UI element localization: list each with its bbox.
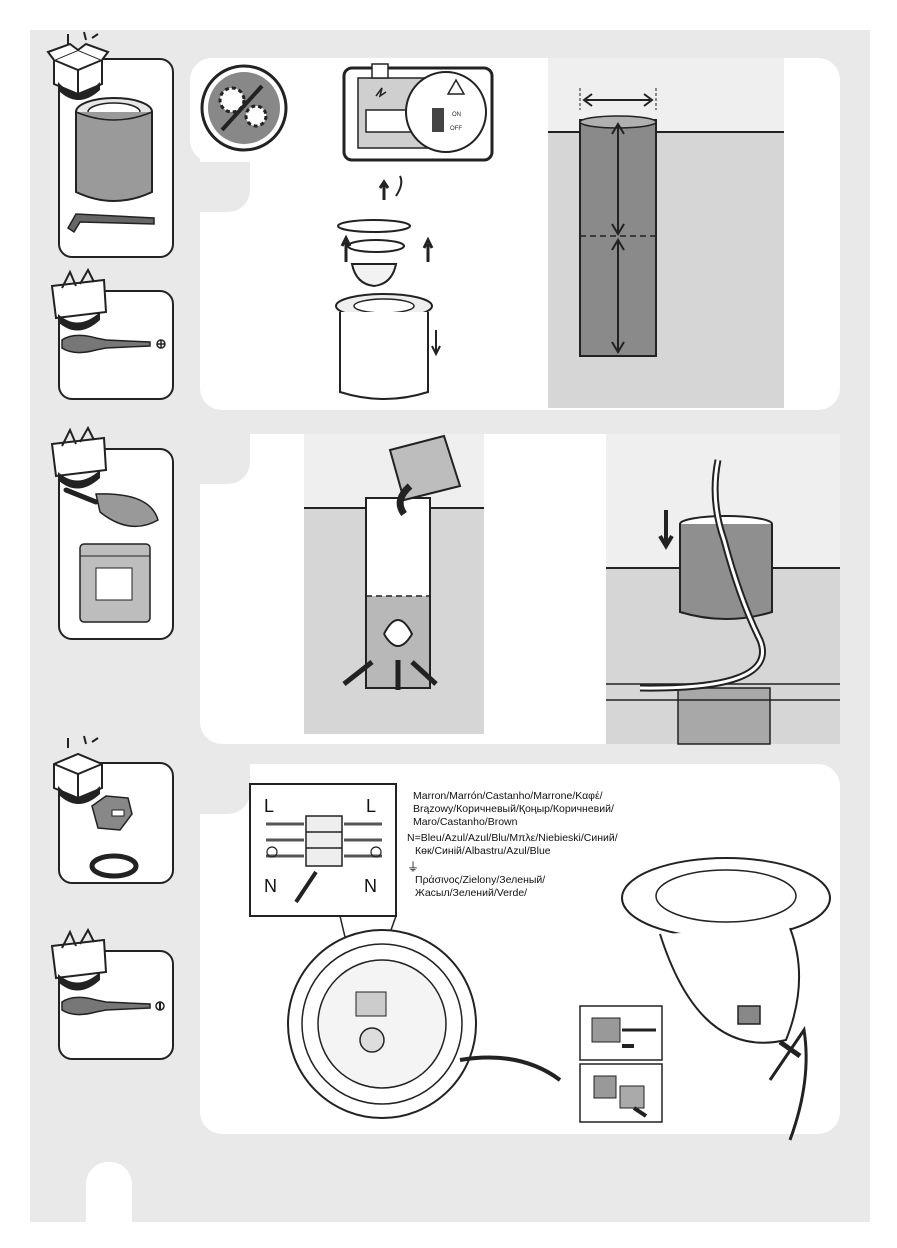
legend-green-line-2: Жасыл/Зелений/Verde/: [407, 887, 653, 900]
luminaire-base: [288, 930, 560, 1118]
legend-brown-line-2: Brązowy/Коричневый/Қоңыр/Коричневий/: [413, 803, 653, 816]
legend-blue-line-1: N=Bleu/Azul/Azul/Blu/Μπλε/Niebieski/Сини…: [407, 832, 653, 845]
legend-blue-line-2: Көк/Синій/Albastru/Azul/Blue: [407, 845, 653, 858]
live-right-label: L: [366, 796, 376, 816]
legend-blue: N=Bleu/Azul/Azul/Blu/Μπλε/Niebieski/Сини…: [407, 832, 653, 858]
legend-brown-line-3: Maro/Castanho/Brown: [413, 816, 653, 829]
legend-earth: ⏚ Πράσινος/Zielony/Зеленый/ Жасыл/Зелени…: [407, 861, 653, 900]
earth-symbol-icon: ⏚: [407, 861, 653, 874]
wire-color-legend: Marron/Marrón/Castanho/Marrone/Καφέ/ Brą…: [413, 790, 653, 903]
neutral-right-label: N: [364, 876, 377, 896]
live-left-label: L: [264, 796, 274, 816]
gland-detail-1: [580, 1006, 662, 1060]
neutral-left-label: N: [264, 876, 277, 896]
legend-brown: Marron/Marrón/Castanho/Marrone/Καφέ/ Brą…: [413, 790, 653, 829]
page-number-tab: [86, 1162, 132, 1222]
legend-brown-line-1: Marron/Marrón/Castanho/Marrone/Καφέ/: [413, 790, 653, 803]
gland-detail-2: [580, 1064, 662, 1122]
legend-green-line-1: Πράσινος/Zielony/Зеленый/: [407, 874, 653, 887]
